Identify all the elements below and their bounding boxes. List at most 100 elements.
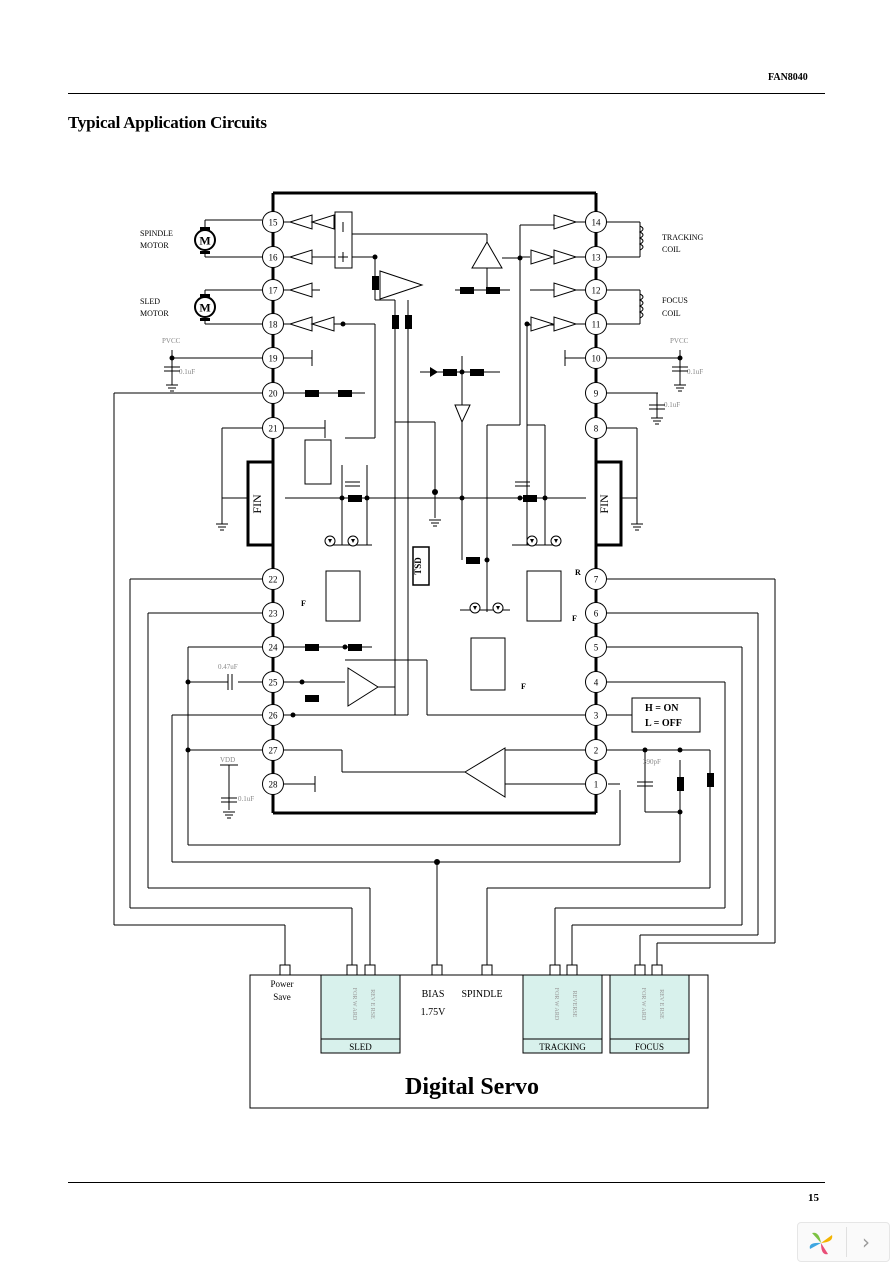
left-pin-circle [262,671,284,693]
right-pin-circle [585,636,607,658]
cap-pin25-label: 0.47uF [218,663,238,671]
servo-blocks: SLED FOR W ARD REV E RSE TRACKING FOR W ARD R… [320,974,690,1054]
pin23-mark: F [301,599,306,608]
servo-block-label-box [609,1038,690,1054]
right-pin-number: 8 [594,424,599,434]
left-pin-number: 15 [269,218,279,228]
tracking-coil-label-2: COIL [662,245,681,254]
left-pin-circle [262,704,284,726]
left-pin-circle [262,246,284,268]
power-save-label-2: Save [273,992,291,1002]
pvcc-right-label: PVCC [670,337,689,345]
cap-pin2-label: 390pF [643,758,661,766]
right-pin-number: 5 [594,643,599,653]
right-pin-number: 10 [592,354,602,364]
left-pin-circle [262,313,284,335]
servo-block-label-box [522,1038,603,1054]
left-pin-number: 21 [269,424,278,434]
cap-vdd-label: 0.1uF [238,795,254,803]
focus-coil-icon [638,293,644,319]
right-pin-number: 13 [592,253,602,263]
left-pin-number: 28 [269,780,279,790]
servo-block-pin-label: REV E RSE [369,989,375,1019]
left-pin-circle [262,347,284,369]
servo-block-pin-label: FOR W ARD [640,988,646,1021]
left-pin-number: 17 [269,286,279,296]
cap-pin9-label: 0.1uF [664,401,680,409]
mode-low-label: L = OFF [645,718,682,729]
focus-coil-label-2: COIL [662,309,681,318]
left-pin-circle [262,739,284,761]
bias-voltage-label: 1.75V [421,1007,447,1018]
page-number: 15 [808,1192,819,1204]
sled-motor-label-2: MOTOR [140,309,169,318]
right-pin-circle [585,671,607,693]
pin6-mark: F [572,614,577,623]
right-pin-number: 14 [592,218,602,228]
left-pin-number: 23 [269,609,279,619]
pvcc-left-label: PVCC [162,337,181,345]
tsd-label: TSD [413,557,423,575]
left-pin-circle [262,568,284,590]
cap-right-label: 0.1uF [687,368,703,376]
vdd-label: VDD [220,756,235,764]
right-pin-circle [585,382,607,404]
right-pin-number: 7 [594,575,599,585]
fin-right-label: FIN [597,494,611,514]
left-pin-number: 16 [269,253,279,263]
left-pin-circle [262,382,284,404]
left-pin-number: 19 [269,354,279,364]
servo-block-label-box [320,1038,401,1054]
right-pin-number: 3 [594,711,599,721]
servo-block-pin-label: REVERSE [571,991,577,1018]
mode-high-label: H = ON [645,703,679,714]
spindle-output-label: SPINDLE [461,989,502,1000]
right-pin-circle [585,211,607,233]
servo-block-name: SLED [349,1042,372,1052]
right-pin-circle [585,246,607,268]
pinwheel-logo-icon [809,1232,833,1255]
left-pin-circle [262,602,284,624]
spindle-motor-label-2: MOTOR [140,241,169,250]
servo-block-body [522,974,603,1040]
left-pin-number: 22 [269,575,278,585]
left-pin-number: 25 [269,678,279,688]
right-pin-circle [585,417,607,439]
tracking-coil-label: TRACKING [662,233,704,242]
spindle-motor-label: SPINDLE [140,229,173,238]
right-pin-circle [585,773,607,795]
right-pin-circle [585,739,607,761]
right-pin-number: 2 [594,746,599,756]
fin-left-label: FIN [250,494,264,514]
left-pin-number: 20 [269,389,279,399]
servo-block-pin-label: FOR W ARD [351,988,357,1021]
viewer-widget: › [797,1222,890,1262]
servo-block-pin-label: REV E RSE [658,989,664,1019]
right-pin-number: 12 [592,286,601,296]
header-rule [68,93,825,94]
servo-block-body [609,974,690,1040]
right-pin-number: 1 [594,780,599,790]
servo-block-name: FOCUS [635,1042,664,1052]
servo-block-name: TRACKING [539,1042,586,1052]
right-pin-circle [585,704,607,726]
right-pin-number: 6 [594,609,599,619]
tracking-coil-icon [638,225,644,251]
footer-rule [68,1182,825,1183]
bias-label: BIAS [422,989,445,1000]
right-pin-circle [585,602,607,624]
spindle-motor-icon [194,227,216,254]
left-pin-circle [262,636,284,658]
power-save-label: Power [271,979,294,989]
cap-left-label: 0.1uF [179,368,195,376]
right-pin-number: 9 [594,389,599,399]
spindle-motor-symbol: M [199,234,210,248]
servo-block-body [320,974,401,1040]
chevron-right-icon[interactable]: › [846,1227,885,1257]
right-pin-number: 4 [594,678,599,688]
right-pin-circle [585,279,607,301]
sled-motor-label: SLED [140,297,160,306]
left-pin-number: 26 [269,711,279,721]
